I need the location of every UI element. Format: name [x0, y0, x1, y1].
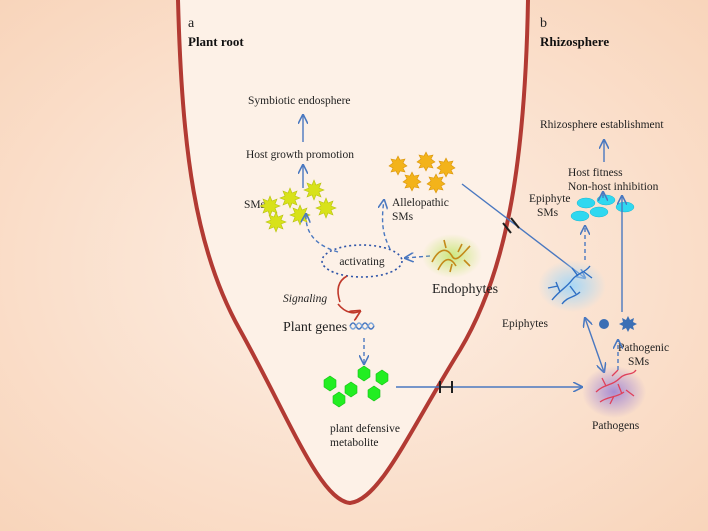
arrow-activating-to-sms	[306, 214, 339, 253]
epiphytes-icon	[547, 265, 593, 305]
hexagon-icon	[357, 365, 371, 382]
signaling-arrow	[337, 303, 360, 313]
sms-label: SMs	[244, 199, 266, 211]
allelopathic-sms-icons	[388, 151, 456, 194]
allelopathic-label-2: SMs	[392, 211, 414, 223]
defensive-metabolite-icons	[323, 365, 389, 408]
sms-star-icon	[279, 187, 301, 209]
endophytes-label: Endophytes	[432, 282, 498, 297]
hexagon-icon	[375, 369, 389, 386]
sms-star-icon	[303, 179, 325, 201]
activating-ellipse	[321, 244, 403, 278]
pathogens-label: Pathogens	[592, 420, 640, 432]
pathogenic-sms-label-1: Pathogenic	[618, 342, 669, 354]
rhizosphere-establishment-label: Rhizosphere establishment	[540, 119, 664, 131]
non-host-inhibition-label: Non-host inhibition	[568, 181, 659, 193]
epiphyte-sms-label-1: Epiphyte	[529, 193, 571, 205]
root-outline	[176, 0, 530, 506]
allelopathic-label-1: Allelopathic	[392, 197, 449, 209]
hexagon-icon	[332, 391, 346, 408]
signaling-arrow-tail	[337, 275, 348, 303]
inhibition-icon	[502, 217, 520, 234]
plant-defensive-label-2: metabolite	[330, 437, 379, 449]
sms-star-icon	[265, 211, 287, 233]
pathogenic-sm-star-icon	[619, 316, 637, 332]
host-fitness-label: Host fitness	[568, 167, 623, 179]
epiphyte-sm-icon	[615, 201, 635, 213]
allelopathic-sm-icon	[436, 157, 456, 178]
allelopathic-sm-icon	[416, 151, 436, 172]
panel-b-title: Rhizosphere	[540, 34, 609, 49]
sms-star-icon	[289, 204, 311, 226]
arrow-epiphytes-pathogens	[585, 318, 604, 372]
sms-star-icon	[315, 197, 337, 219]
epiphyte-halo	[538, 260, 606, 312]
epiphyte-sm-icon	[596, 194, 616, 206]
panel-b-letter: b	[540, 16, 547, 31]
panel-a-letter: a	[188, 16, 195, 31]
epiphyte-sm-icon	[576, 197, 596, 209]
panel-a-title: Plant root	[188, 34, 244, 49]
hexagon-icon	[367, 385, 381, 402]
hexagon-icon	[344, 381, 358, 398]
activating-label: activating	[339, 256, 385, 268]
plant-defensive-label-1: plant defensive	[330, 423, 400, 435]
epiphyte-sm-icon	[589, 206, 609, 218]
hexagon-icon	[323, 375, 337, 392]
sms-star-icon	[259, 195, 281, 217]
allelopathic-sm-icon	[388, 155, 408, 176]
host-growth-promotion-label: Host growth promotion	[246, 149, 354, 161]
allelopathic-sm-icon	[426, 173, 446, 194]
allelopathic-sm-icon	[402, 171, 422, 192]
dna-helix-icon-strand	[349, 322, 375, 330]
pathogenic-sm-icon	[599, 319, 609, 329]
epiphyte-sms-label-2: SMs	[537, 207, 559, 219]
pathogen-halo	[582, 366, 646, 418]
pathogenic-sms-label-2: SMs	[628, 356, 650, 368]
sms-yellow-icons	[259, 179, 337, 233]
epiphytes-label: Epiphytes	[502, 318, 549, 330]
arrow-activating-to-allelopathic	[383, 200, 391, 250]
signaling-label: Signaling	[283, 293, 327, 305]
plant-genes-label: Plant genes	[283, 320, 347, 335]
endophytes-icon	[431, 239, 471, 273]
symbiotic-endosphere-label: Symbiotic endosphere	[248, 95, 351, 107]
epiphyte-sm-icon	[570, 210, 590, 222]
pathogens-icon	[595, 369, 637, 405]
